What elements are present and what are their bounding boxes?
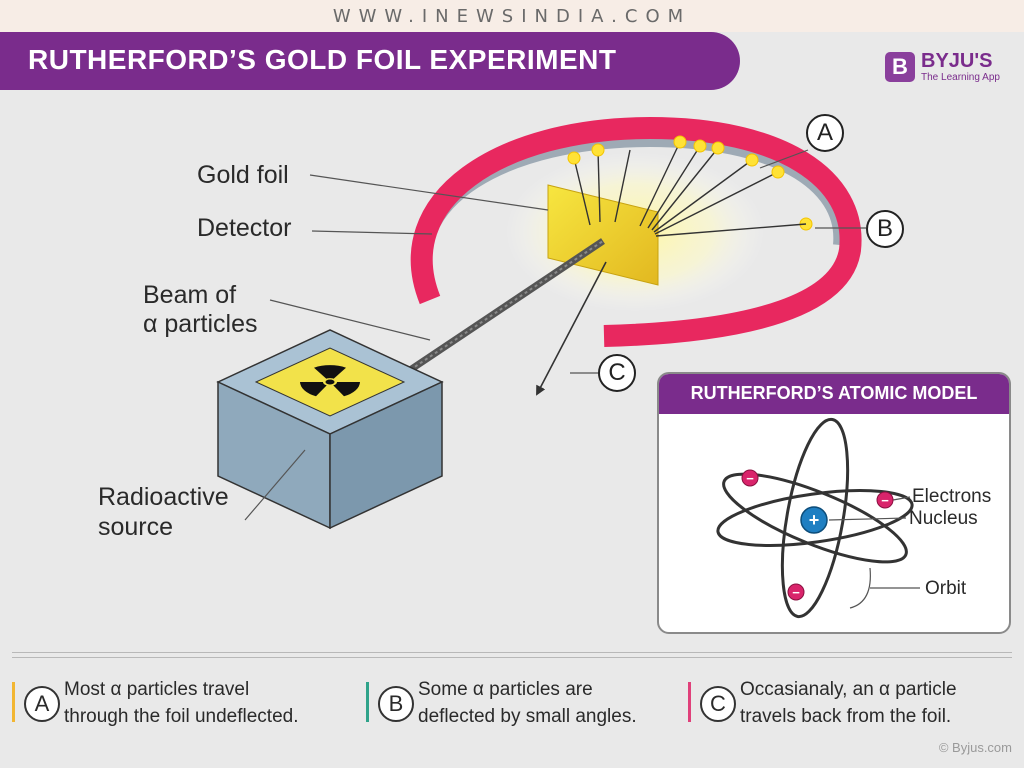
legend-item-b: B Some α particles are deflected by smal…: [366, 672, 686, 732]
label-beam-line1: Beam of: [143, 281, 237, 309]
legend-c-marker: C: [700, 686, 736, 722]
detector-flashes: [567, 135, 813, 231]
deflected-ray-b: [655, 223, 807, 237]
atomic-model-header: RUTHERFORD’S ATOMIC MODEL: [659, 374, 1009, 414]
legend-item-a: A Most α particles travel through the fo…: [12, 672, 362, 732]
separator-top: [12, 652, 1012, 653]
scattered-rays: [573, 141, 779, 235]
atom-orbits: [716, 417, 914, 619]
atomic-model-title: RUTHERFORD’S ATOMIC MODEL: [690, 383, 978, 403]
label-electrons: Electrons: [912, 486, 992, 507]
legend-c-text: Occasianaly, an α particle travels back …: [740, 676, 957, 730]
nucleus-sign: +: [809, 510, 820, 530]
electron-2-sign: −: [881, 493, 889, 508]
marker-a: A: [806, 114, 844, 152]
logo-badge-icon: B: [885, 52, 915, 82]
legend-c-bar: [688, 682, 691, 722]
electron-2: [876, 491, 894, 509]
logo-tagline: The Learning App: [921, 72, 1000, 83]
label-source-line1: Radioactive: [98, 483, 229, 511]
legend-a-text: Most α particles travel through the foil…: [64, 676, 299, 730]
legend-b-line2: deflected by small angles.: [418, 706, 637, 727]
atom-overlay: + − − −: [716, 417, 920, 619]
atomic-model-panel: RUTHERFORD’S ATOMIC MODEL Electrons Nucl…: [657, 372, 1011, 634]
legend-b-bar: [366, 682, 369, 722]
leader-lines: [244, 149, 866, 521]
electron-1: [741, 469, 759, 487]
legend-b-line1: Some α particles are: [418, 679, 593, 700]
legend-b-marker: B: [378, 686, 414, 722]
copyright: © Byjus.com: [938, 740, 1012, 755]
legend-item-c: C Occasianaly, an α particle travels bac…: [688, 672, 1018, 732]
atom-leader-lines: [828, 496, 920, 609]
label-beam-line2: α particles: [143, 310, 258, 338]
backscatter-ray-c: [536, 261, 607, 396]
label-source-line2: source: [98, 513, 174, 541]
marker-c: C: [598, 354, 636, 392]
nucleus: [800, 506, 828, 534]
legend-a-line2: through the foil undeflected.: [64, 706, 299, 727]
title-banner: RUTHERFORD’S GOLD FOIL EXPERIMENT: [0, 32, 740, 90]
label-orbit: Orbit: [925, 578, 967, 599]
page-title: RUTHERFORD’S GOLD FOIL EXPERIMENT: [28, 44, 617, 75]
radiation-icon: [300, 365, 360, 397]
legend-a-marker: A: [24, 686, 60, 722]
electron-3-sign: −: [792, 585, 800, 600]
source-box-right: [329, 380, 443, 530]
detector-ring: [410, 116, 862, 347]
electron-1-sign: −: [746, 471, 754, 486]
marker-b: B: [866, 210, 904, 248]
legend-c-line1: Occasianaly, an α particle: [740, 679, 957, 700]
byjus-logo: B BYJU'S The Learning App: [885, 50, 1015, 90]
site-url: WWW.INEWSINDIA.COM: [332, 6, 692, 27]
legend-a-bar: [12, 682, 15, 722]
legend-a-line1: Most α particles travel: [64, 679, 250, 700]
legend-c-line2: travels back from the foil.: [740, 706, 952, 727]
separator-bottom: [12, 657, 1012, 658]
logo-name: BYJU'S: [921, 50, 993, 72]
alpha-beam-texture: [409, 240, 604, 371]
label-detector: Detector: [197, 214, 292, 242]
experiment-diagram: [216, 116, 914, 619]
label-nucleus: Nucleus: [909, 508, 978, 529]
top-bar: WWW.INEWSINDIA.COM: [0, 0, 1024, 32]
label-gold-foil: Gold foil: [197, 161, 289, 189]
electron-3: [787, 583, 805, 601]
legend-b-text: Some α particles are deflected by small …: [418, 676, 637, 730]
